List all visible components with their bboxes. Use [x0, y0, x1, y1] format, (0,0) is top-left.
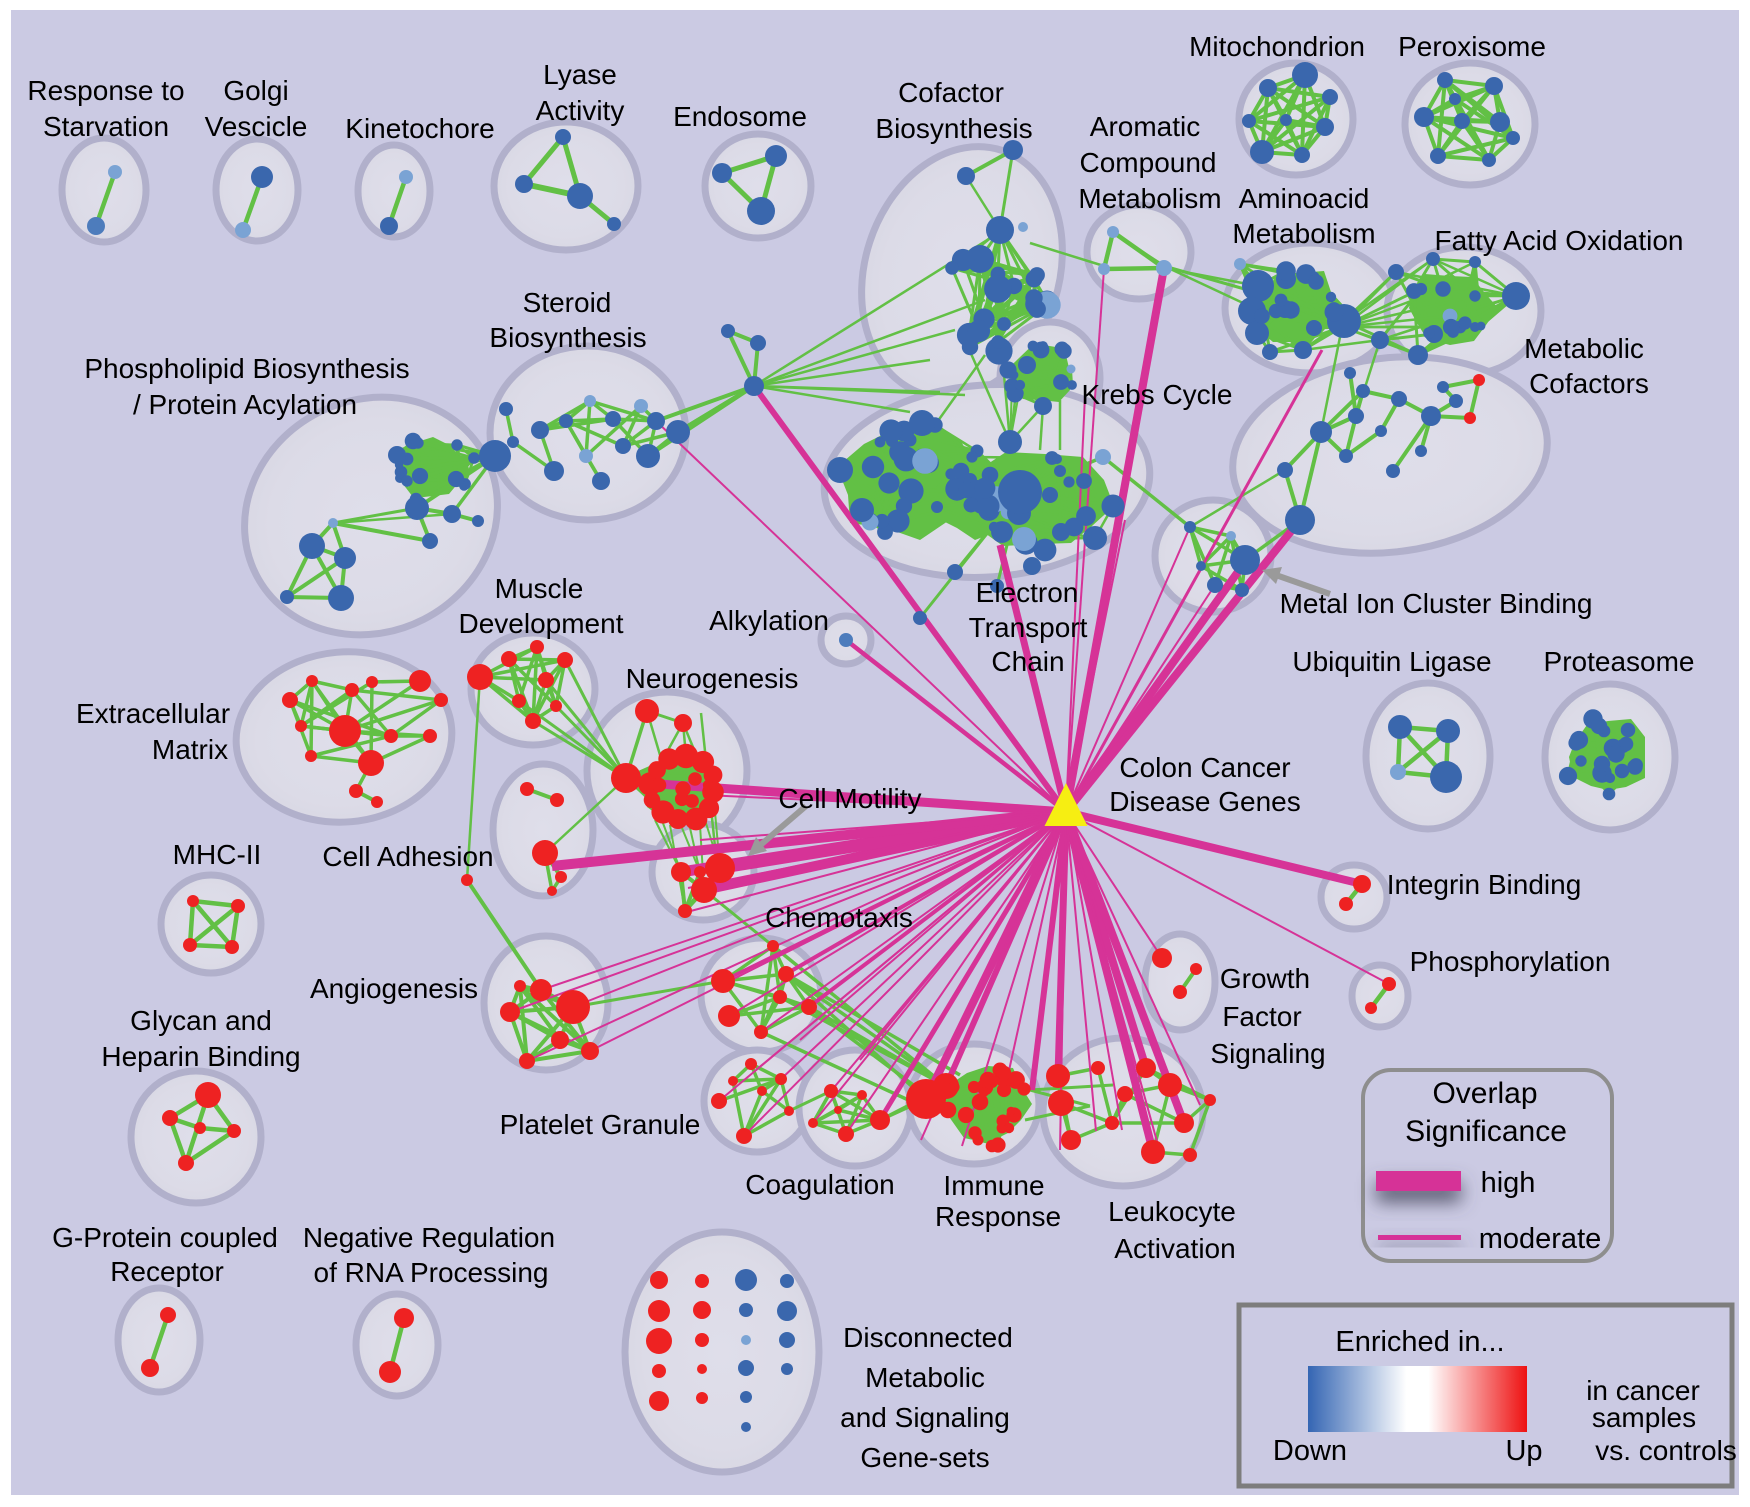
svg-text:Platelet Granule: Platelet Granule [500, 1109, 701, 1140]
svg-text:Electron: Electron [976, 577, 1079, 608]
svg-text:Endosome: Endosome [673, 101, 807, 132]
svg-text:Down: Down [1273, 1435, 1347, 1467]
svg-text:Biosynthesis: Biosynthesis [875, 113, 1032, 144]
svg-text:Coagulation: Coagulation [745, 1169, 894, 1200]
svg-text:Development: Development [459, 608, 624, 639]
svg-text:Cofactor: Cofactor [898, 77, 1004, 108]
svg-text:Peroxisome: Peroxisome [1398, 31, 1546, 62]
svg-text:Metal Ion Cluster Binding: Metal Ion Cluster Binding [1280, 588, 1593, 619]
svg-text:Chain: Chain [991, 646, 1064, 677]
svg-text:Transport: Transport [969, 612, 1088, 643]
svg-text:Starvation: Starvation [43, 111, 169, 142]
svg-text:Compound: Compound [1080, 147, 1217, 178]
svg-text:Matrix: Matrix [152, 734, 228, 765]
svg-text:Ubiquitin Ligase: Ubiquitin Ligase [1292, 646, 1491, 677]
svg-text:Vescicle: Vescicle [205, 111, 308, 142]
svg-text:Golgi: Golgi [223, 75, 288, 106]
svg-text:Cell Adhesion: Cell Adhesion [322, 841, 493, 872]
svg-text:Metabolic: Metabolic [865, 1362, 985, 1393]
svg-text:Integrin Binding: Integrin Binding [1387, 869, 1582, 900]
svg-text:Immune: Immune [943, 1170, 1044, 1201]
svg-text:of RNA Processing: of RNA Processing [314, 1257, 549, 1288]
svg-text:Response: Response [935, 1201, 1061, 1232]
svg-text:moderate: moderate [1479, 1223, 1602, 1255]
svg-text:vs. controls: vs. controls [1595, 1435, 1737, 1466]
svg-text:Lyase: Lyase [543, 59, 617, 90]
svg-text:Phospholipid Biosynthesis: Phospholipid Biosynthesis [84, 353, 409, 384]
svg-text:Growth: Growth [1220, 963, 1310, 994]
svg-text:Colon Cancer: Colon Cancer [1119, 752, 1290, 783]
svg-text:Up: Up [1505, 1435, 1542, 1467]
svg-text:Aminoacid: Aminoacid [1239, 183, 1370, 214]
svg-text:Enriched in...: Enriched in... [1335, 1326, 1504, 1358]
svg-text:Proteasome: Proteasome [1544, 646, 1695, 677]
svg-text:Metabolism: Metabolism [1078, 183, 1221, 214]
svg-text:Phosphorylation: Phosphorylation [1410, 946, 1611, 977]
svg-text:MHC-II: MHC-II [173, 839, 262, 870]
svg-text:in cancer: in cancer [1586, 1375, 1700, 1406]
svg-text:Muscle: Muscle [495, 573, 584, 604]
svg-text:Disease Genes: Disease Genes [1109, 786, 1300, 817]
svg-text:Alkylation: Alkylation [709, 605, 829, 636]
svg-text:Steroid: Steroid [523, 287, 612, 318]
svg-text:Activation: Activation [1114, 1233, 1235, 1264]
svg-text:Receptor: Receptor [110, 1256, 224, 1287]
svg-text:Metabolism: Metabolism [1232, 218, 1375, 249]
svg-text:Response to: Response to [27, 75, 184, 106]
svg-text:Cofactors: Cofactors [1529, 368, 1649, 399]
svg-text:Signaling: Signaling [1210, 1038, 1325, 1069]
svg-text:Glycan and: Glycan and [130, 1005, 272, 1036]
svg-text:high: high [1481, 1167, 1536, 1199]
svg-text:Significance: Significance [1405, 1115, 1567, 1148]
svg-text:Overlap: Overlap [1432, 1077, 1537, 1110]
svg-text:G-Protein coupled: G-Protein coupled [52, 1222, 278, 1253]
svg-text:Angiogenesis: Angiogenesis [310, 973, 478, 1004]
svg-text:Gene-sets: Gene-sets [860, 1442, 989, 1473]
svg-text:Heparin Binding: Heparin Binding [101, 1041, 300, 1072]
svg-text:Leukocyte: Leukocyte [1108, 1196, 1236, 1227]
svg-text:Chemotaxis: Chemotaxis [765, 902, 913, 933]
svg-text:Neurogenesis: Neurogenesis [626, 663, 799, 694]
svg-text:Metabolic: Metabolic [1524, 333, 1644, 364]
svg-text:Krebs Cycle: Krebs Cycle [1082, 379, 1233, 410]
svg-text:Biosynthesis: Biosynthesis [489, 322, 646, 353]
svg-text:/ Protein Acylation: / Protein Acylation [133, 389, 357, 420]
svg-text:Extracellular: Extracellular [76, 698, 230, 729]
svg-text:Aromatic: Aromatic [1090, 111, 1200, 142]
svg-text:and Signaling: and Signaling [840, 1402, 1010, 1433]
svg-text:Mitochondrion: Mitochondrion [1189, 31, 1365, 62]
svg-text:Cell Motility: Cell Motility [778, 783, 921, 814]
svg-text:samples: samples [1592, 1402, 1696, 1433]
svg-text:Disconnected: Disconnected [843, 1322, 1013, 1353]
svg-text:Kinetochore: Kinetochore [345, 113, 494, 144]
svg-text:Activity: Activity [536, 95, 625, 126]
svg-text:Factor: Factor [1222, 1001, 1301, 1032]
svg-text:Fatty Acid Oxidation: Fatty Acid Oxidation [1434, 225, 1683, 256]
svg-text:Negative Regulation: Negative Regulation [303, 1222, 555, 1253]
